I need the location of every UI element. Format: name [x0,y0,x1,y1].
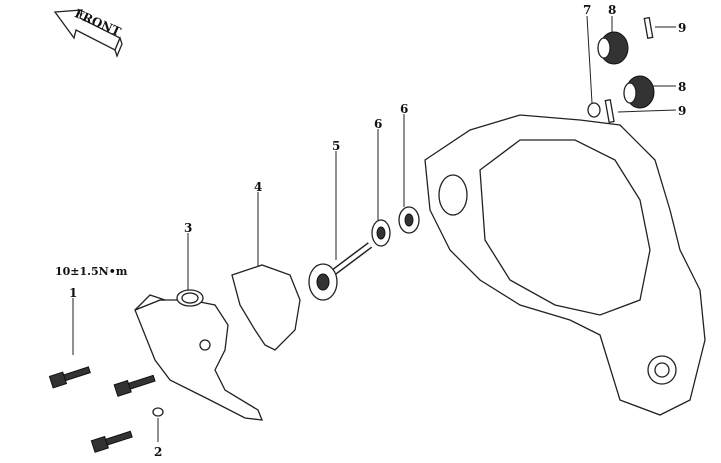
callout-9b: 9 [678,104,686,118]
callout-3: 3 [184,221,192,235]
callout-7: 7 [583,3,591,17]
callout-9a: 9 [678,21,686,35]
washer-7 [587,102,601,118]
pin-9b [604,99,615,124]
pin-9a [643,16,654,39]
callout-4: 4 [254,180,262,194]
torque-spec: 10±1.5N•m [55,265,128,278]
seals [371,206,420,247]
gasket-part [231,264,301,351]
callout-2: 2 [154,445,162,459]
gears [597,31,655,109]
callout-6a: 6 [374,117,382,131]
callout-6b: 6 [400,102,408,116]
water-pump-cover [134,289,264,421]
callout-5: 5 [332,139,340,153]
front-arrow: FRONT [53,6,123,58]
bolts [48,366,156,453]
impeller-shaft [308,242,373,301]
callout-8b: 8 [678,80,686,94]
callout-1: 1 [69,286,77,300]
clutch-cover [424,114,706,416]
washer-part [152,407,164,417]
callout-lines [72,15,677,442]
callout-8a: 8 [608,3,616,17]
